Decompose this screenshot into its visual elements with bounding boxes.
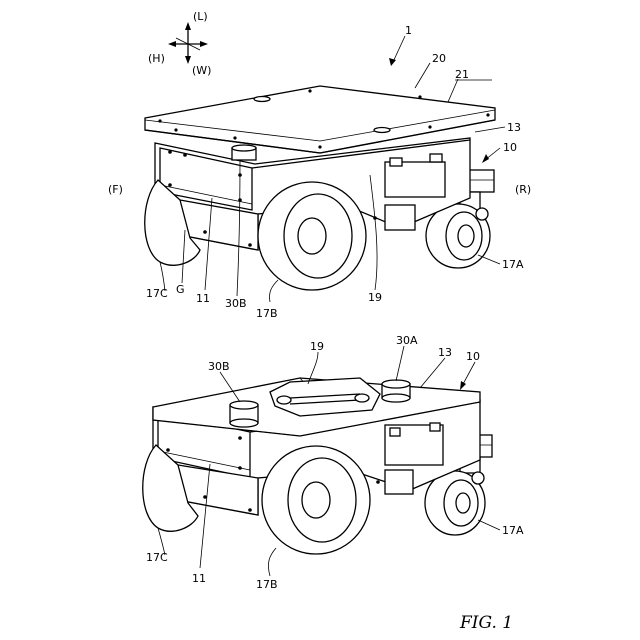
ref-30a: 30A [396,334,418,347]
ref-13-bottom: 13 [438,346,452,359]
mechanism-19-bottom [270,378,380,416]
ref-17b-top: 17B [256,307,278,320]
ref-17c-top: 17C [146,287,168,300]
bottom-robot [143,346,500,576]
ref-1: 1 [405,24,412,37]
direction-label-h: (H) [148,52,165,65]
ref-17a-top: 17A [502,258,524,271]
direction-label-l: (L) [193,10,208,23]
direction-marker: (L) (H) (W) [148,10,211,77]
ref-11-top: 11 [196,292,210,305]
column-30b-top [232,145,256,160]
ref-30b-bottom: 30B [208,360,230,373]
ref-19-top: 19 [368,291,382,304]
label-front-f: (F) [108,183,123,196]
wheel-17b-top [258,182,366,290]
column-30a-bottom [382,380,410,402]
ref-20-top: 20 [432,52,446,65]
ref-11-bottom: 11 [192,572,206,585]
ref-10-top: 10 [503,141,517,154]
ref-21: 21 [455,68,469,81]
figure-caption: FIG. 1 [459,613,513,633]
ref-g: G [176,283,185,296]
ref-13-top: 13 [507,121,521,134]
ref-17c-bottom: 17C [146,551,168,564]
wheel-17b-bottom [262,446,370,554]
label-rear-r: (R) [515,183,531,196]
ref-19-bottom: 19 [310,340,324,353]
direction-label-w: (W) [192,64,211,77]
ref-10-bottom: 10 [466,350,480,363]
column-30b-bottom [230,401,258,427]
ref-30b-top: 30B [225,297,247,310]
ref-17a-bottom: 17A [502,524,524,537]
ref-17b-bottom: 17B [256,578,278,591]
